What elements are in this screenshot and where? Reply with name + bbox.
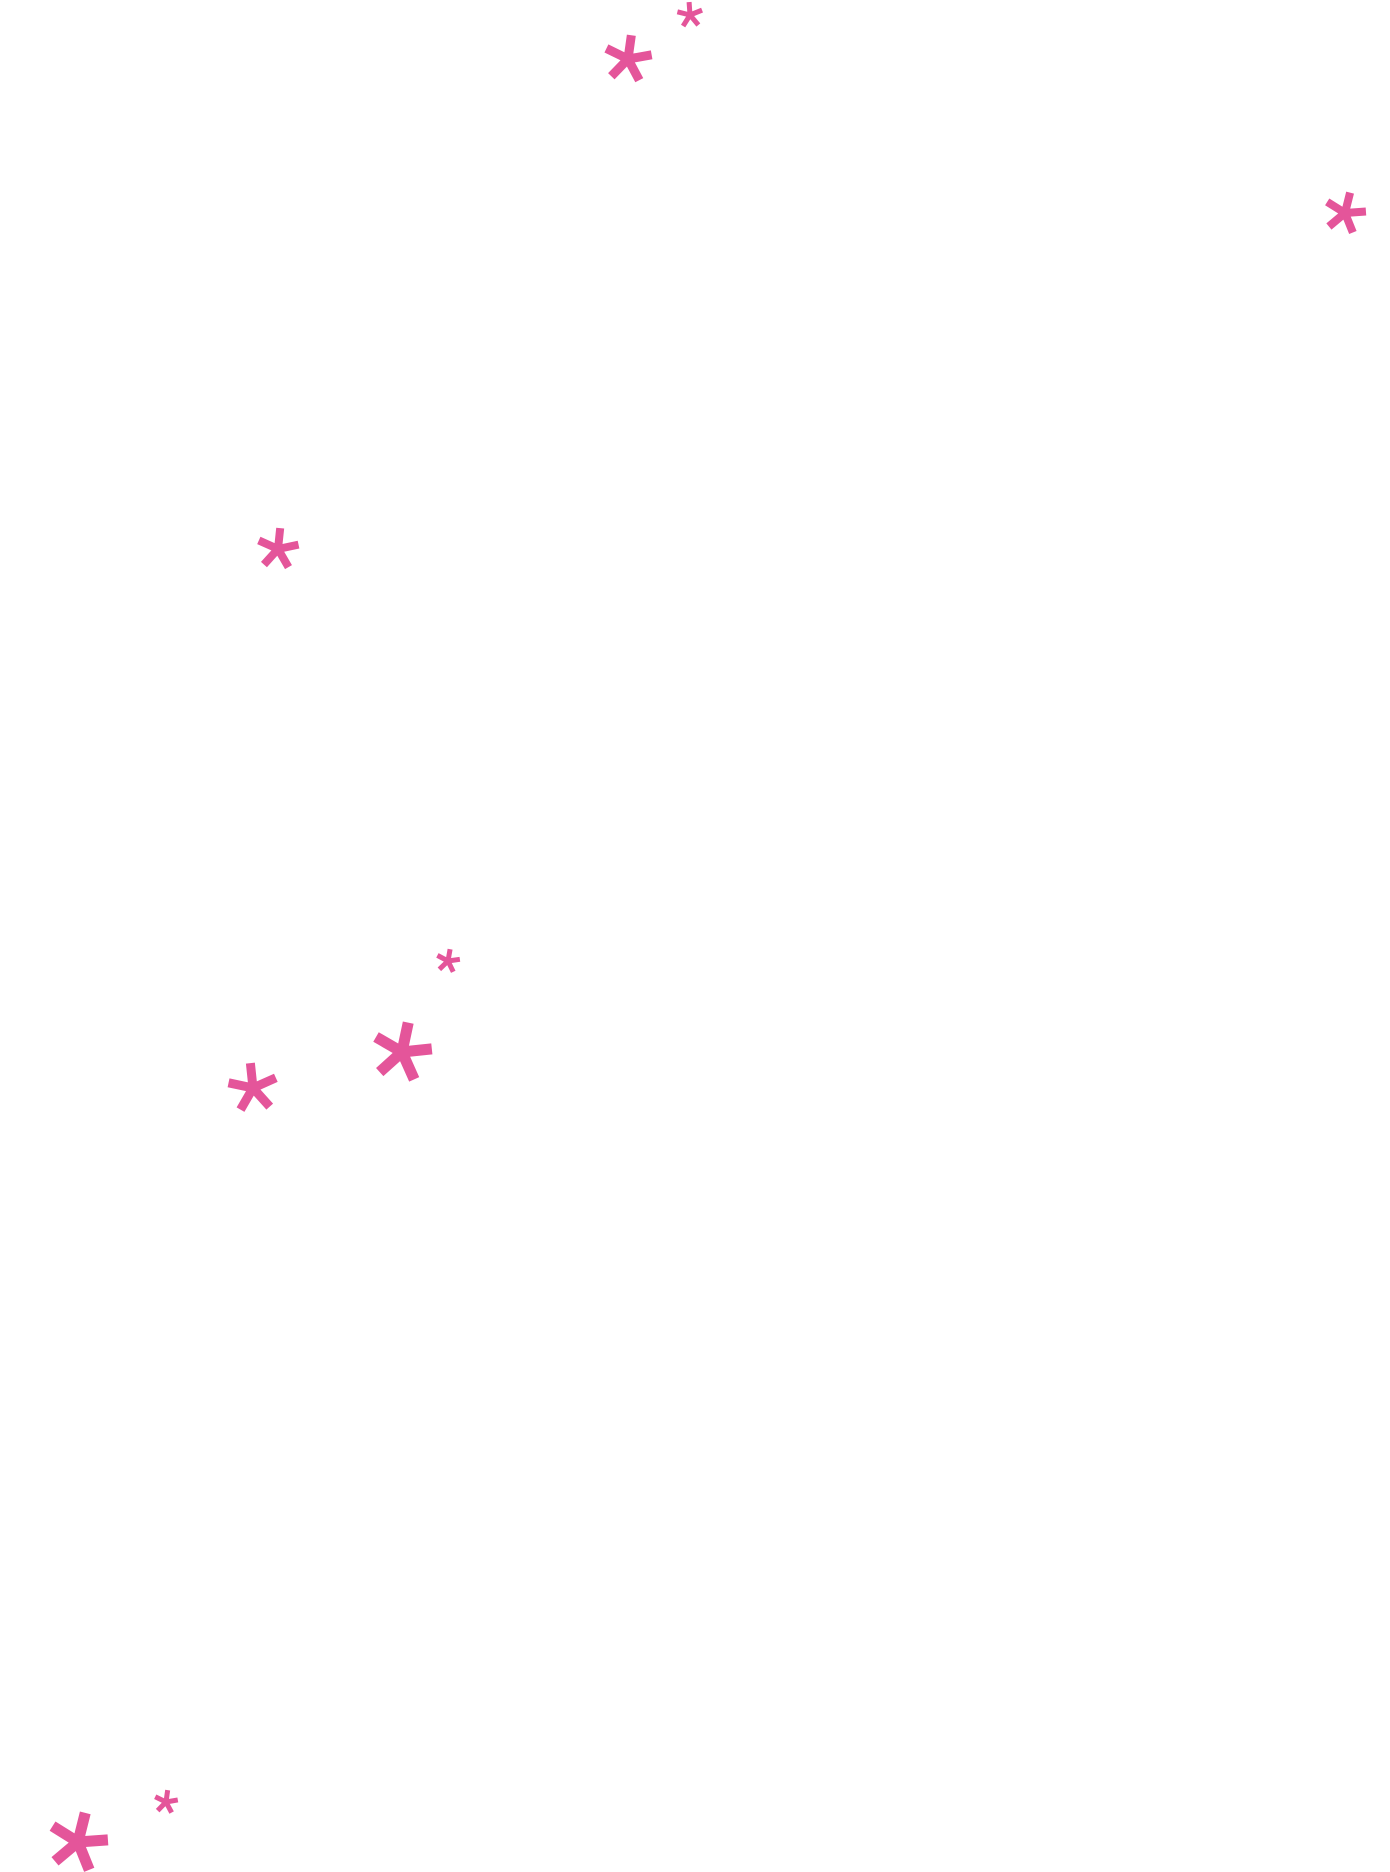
- asterisk-icon: [49, 1811, 109, 1872]
- asterisk-icon: [676, 1, 703, 28]
- asterisk-icon-stroke: [1325, 191, 1367, 234]
- asterisk-icon-stroke: [436, 948, 461, 973]
- asterisk-icon-stroke: [49, 1811, 109, 1872]
- asterisk-icon: [373, 1021, 433, 1082]
- asterisk-icon-stroke: [373, 1021, 433, 1082]
- asterisk-icon: [436, 948, 461, 973]
- asterisk-icon: [604, 34, 653, 83]
- asterisk-icon-stroke: [604, 34, 653, 83]
- asterisk-icon: [1325, 191, 1367, 234]
- asterisk-icon-stroke: [257, 527, 300, 570]
- asterisk-icon: [227, 1062, 278, 1112]
- asterisk-icon-stroke: [227, 1062, 278, 1112]
- asterisk-icon-stroke: [154, 1789, 179, 1814]
- asterisk-icon: [257, 527, 300, 570]
- asterisk-icon: [154, 1789, 179, 1814]
- asterisk-icon-stroke: [676, 1, 703, 28]
